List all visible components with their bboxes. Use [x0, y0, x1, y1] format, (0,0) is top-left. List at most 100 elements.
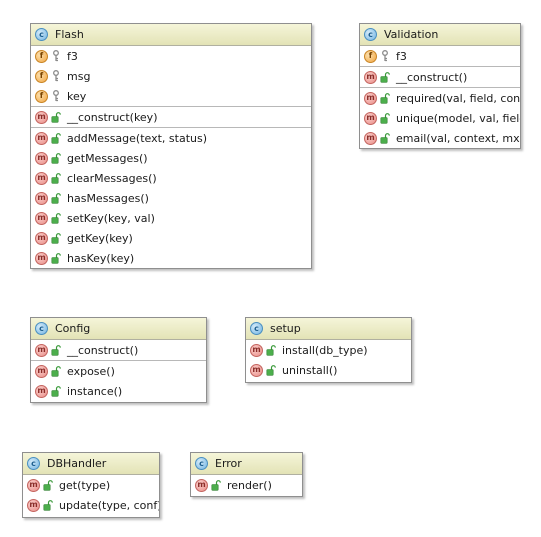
public-lock-icon	[51, 172, 61, 184]
constructor-row[interactable]: m __construct()	[31, 340, 206, 360]
class-name-validation: Validation	[384, 28, 439, 41]
method-icon: m	[35, 211, 48, 225]
method-row[interactable]: m clearMessages()	[31, 168, 311, 188]
class-header-setup[interactable]: c setup	[246, 318, 411, 340]
constructor-name: __construct()	[396, 70, 468, 84]
class-header-config[interactable]: c Config	[31, 318, 206, 340]
method-name: setKey(key, val)	[67, 211, 155, 225]
field-name: f3	[396, 49, 407, 63]
method-name: expose()	[67, 364, 115, 378]
static-method-icon: m	[35, 384, 48, 398]
class-name-dbhandler: DBHandler	[47, 457, 107, 470]
public-lock-icon	[43, 479, 53, 491]
class-header-validation[interactable]: c Validation	[360, 24, 520, 46]
method-row[interactable]: m update(type, conf)	[23, 495, 159, 515]
field-row[interactable]: f f3	[31, 46, 311, 66]
method-row[interactable]: m uninstall()	[246, 360, 411, 380]
public-lock-icon	[51, 152, 61, 164]
method-name: getMessages()	[67, 151, 148, 165]
method-icon: m	[35, 343, 48, 357]
class-icon: c	[364, 28, 377, 41]
class-header-error[interactable]: c Error	[191, 453, 302, 475]
method-row[interactable]: m getMessages()	[31, 148, 311, 168]
field-name: msg	[67, 69, 91, 83]
class-icon: c	[195, 457, 208, 470]
method-row[interactable]: m required(val, field, contex	[360, 87, 520, 108]
class-header-dbhandler[interactable]: c DBHandler	[23, 453, 159, 475]
class-box-setup[interactable]: c setup m install(db_type) m uninstall()	[245, 317, 412, 383]
public-lock-icon	[380, 132, 390, 144]
method-name: getKey(key)	[67, 231, 133, 245]
class-icon: c	[35, 322, 48, 335]
class-header-flash[interactable]: c Flash	[31, 24, 311, 46]
method-icon: m	[35, 151, 48, 165]
method-name: hasKey(key)	[67, 251, 135, 265]
public-lock-icon	[51, 111, 61, 123]
method-name: get(type)	[59, 478, 111, 492]
method-row[interactable]: m hasMessages()	[31, 188, 311, 208]
method-row[interactable]: m addMessage(text, status)	[31, 127, 311, 148]
class-box-flash[interactable]: c Flash f f3 f msg f key m __construct(k…	[30, 23, 312, 269]
method-icon: m	[364, 131, 377, 145]
class-box-config[interactable]: c Config m __construct() m expose() m in…	[30, 317, 207, 403]
private-key-icon	[51, 90, 61, 102]
public-lock-icon	[380, 71, 390, 83]
constructor-row[interactable]: m __construct(key)	[31, 106, 311, 127]
method-icon: m	[35, 251, 48, 265]
class-box-error[interactable]: c Error m render()	[190, 452, 303, 497]
public-lock-icon	[51, 212, 61, 224]
class-name-flash: Flash	[55, 28, 84, 41]
field-row[interactable]: f key	[31, 86, 311, 106]
field-icon: f	[364, 49, 377, 63]
method-icon: m	[35, 171, 48, 185]
method-name: email(val, context, mx)	[396, 131, 521, 145]
method-row[interactable]: m unique(model, val, field, c	[360, 108, 520, 128]
constructor-row[interactable]: m __construct()	[360, 66, 520, 87]
public-lock-icon	[51, 344, 61, 356]
method-name: instance()	[67, 384, 123, 398]
method-icon: m	[35, 364, 48, 378]
method-icon: m	[250, 343, 263, 357]
private-key-icon	[51, 50, 61, 62]
field-row[interactable]: f f3	[360, 46, 520, 66]
method-icon: m	[27, 498, 40, 512]
field-name: f3	[67, 49, 78, 63]
method-icon: m	[250, 363, 263, 377]
method-icon: m	[364, 111, 377, 125]
field-icon: f	[35, 89, 48, 103]
public-lock-icon	[380, 112, 390, 124]
method-row[interactable]: m hasKey(key)	[31, 248, 311, 268]
public-lock-icon	[266, 364, 276, 376]
public-lock-icon	[266, 344, 276, 356]
method-row[interactable]: m instance()	[31, 381, 206, 401]
method-row[interactable]: m getKey(key)	[31, 228, 311, 248]
method-row[interactable]: m setKey(key, val)	[31, 208, 311, 228]
method-row[interactable]: m get(type)	[23, 475, 159, 495]
class-box-validation[interactable]: c Validation f f3 m __construct() m requ…	[359, 23, 521, 149]
method-name: uninstall()	[282, 363, 338, 377]
public-lock-icon	[51, 132, 61, 144]
method-icon: m	[35, 191, 48, 205]
method-icon: m	[364, 70, 377, 84]
method-row[interactable]: m render()	[191, 475, 302, 495]
field-row[interactable]: f msg	[31, 66, 311, 86]
public-lock-icon	[51, 232, 61, 244]
method-icon: m	[195, 478, 208, 492]
method-name: hasMessages()	[67, 191, 149, 205]
method-row[interactable]: m install(db_type)	[246, 340, 411, 360]
class-box-dbhandler[interactable]: c DBHandler m get(type) m update(type, c…	[22, 452, 160, 518]
method-name: update(type, conf)	[59, 498, 160, 512]
field-icon: f	[35, 69, 48, 83]
method-row[interactable]: m expose()	[31, 360, 206, 381]
class-name-config: Config	[55, 322, 91, 335]
method-icon: m	[35, 131, 48, 145]
public-lock-icon	[51, 385, 61, 397]
method-name: unique(model, val, field, c	[396, 111, 520, 125]
method-row[interactable]: m email(val, context, mx)	[360, 128, 520, 148]
class-icon: c	[35, 28, 48, 41]
method-icon: m	[364, 91, 377, 105]
public-lock-icon	[51, 192, 61, 204]
method-icon: m	[35, 231, 48, 245]
public-lock-icon	[51, 365, 61, 377]
method-name: required(val, field, contex	[396, 91, 521, 105]
